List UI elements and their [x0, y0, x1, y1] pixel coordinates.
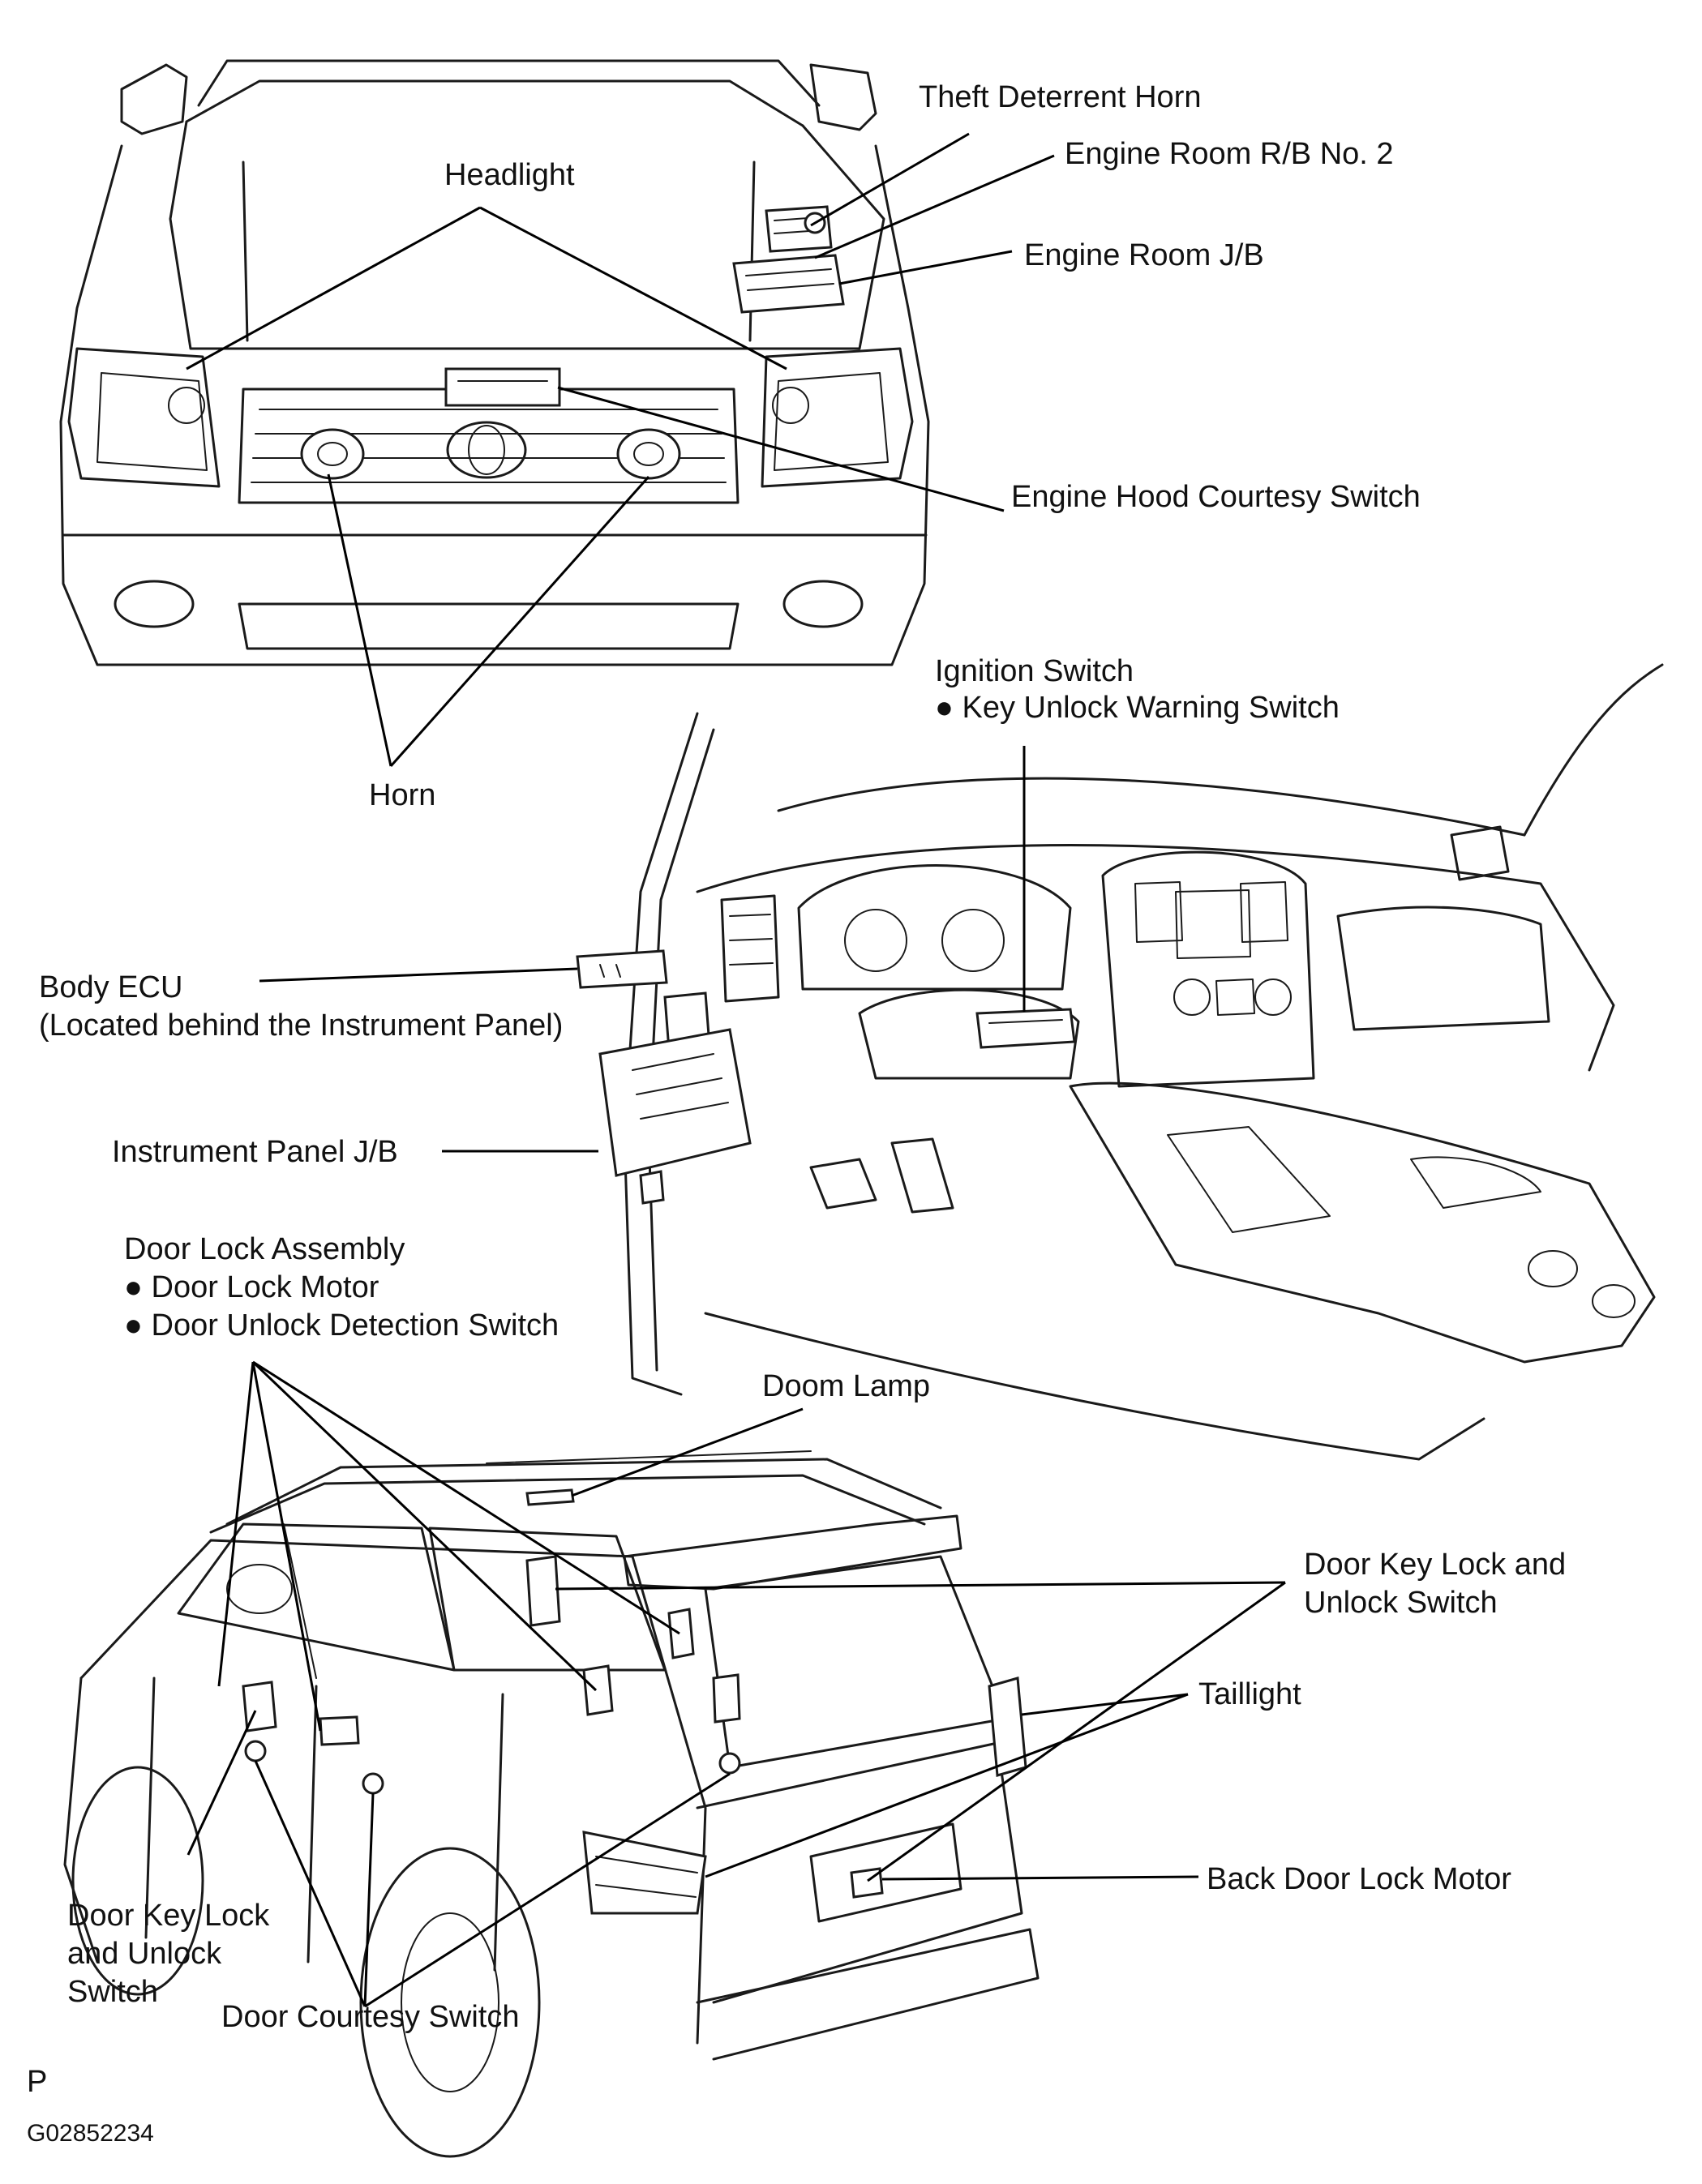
label-door-key-lock-right-line2: Unlock Switch: [1304, 1586, 1498, 1620]
figure-id: G02852234: [27, 2120, 154, 2147]
component-labels: Theft Deterrent Horn Engine Room R/B No.…: [39, 80, 1566, 2034]
label-back-door-lock-motor: Back Door Lock Motor: [1207, 1862, 1511, 1896]
label-theft-deterrent-horn: Theft Deterrent Horn: [919, 80, 1201, 114]
label-door-key-lock-left-line3: Switch: [67, 1975, 158, 2009]
label-body-ecu: Body ECU: [39, 970, 182, 1004]
label-horn: Horn: [369, 778, 435, 812]
label-body-ecu-location-note: (Located behind the Instrument Panel): [39, 1008, 563, 1043]
label-door-courtesy-switch: Door Courtesy Switch: [221, 2000, 519, 2034]
front-view-vehicle: [59, 59, 930, 666]
label-door-key-lock-left-line1: Door Key Lock: [67, 1899, 270, 1933]
label-engine-room-rb-no2: Engine Room R/B No. 2: [1065, 137, 1394, 171]
label-engine-room-jb: Engine Room J/B: [1024, 238, 1264, 272]
label-door-key-lock-right-line1: Door Key Lock and: [1304, 1548, 1566, 1582]
label-door-lock-assembly: Door Lock Assembly: [124, 1232, 405, 1266]
label-engine-hood-courtesy-switch: Engine Hood Courtesy Switch: [1011, 480, 1421, 514]
label-door-unlock-detection-switch: ● Door Unlock Detection Switch: [124, 1308, 559, 1343]
label-door-lock-motor: ● Door Lock Motor: [124, 1270, 379, 1304]
label-doom-lamp: Doom Lamp: [762, 1369, 930, 1403]
label-instrument-panel-jb: Instrument Panel J/B: [112, 1135, 398, 1169]
label-taillight: Taillight: [1198, 1677, 1301, 1711]
page-mark: P: [27, 2065, 47, 2099]
figure-footer: P G02852234: [27, 2065, 154, 2147]
instrument-panel-view: [576, 663, 1664, 1461]
label-key-unlock-warning-switch: ● Key Unlock Warning Switch: [935, 691, 1340, 725]
label-headlight: Headlight: [444, 158, 575, 192]
leader-lines: [186, 132, 1286, 2008]
label-ignition-switch: Ignition Switch: [935, 654, 1134, 688]
label-door-key-lock-left-line2: and Unlock: [67, 1937, 222, 1971]
